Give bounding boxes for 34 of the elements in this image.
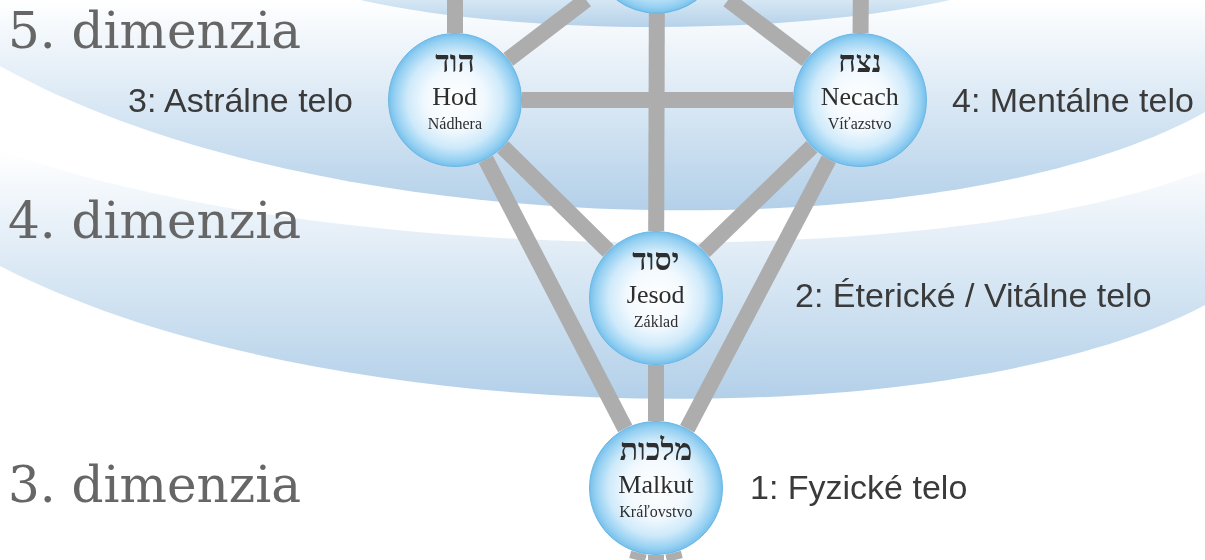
dimension-label: 5. dimenzia bbox=[8, 0, 301, 61]
hebrew-label: מלכות bbox=[619, 431, 693, 468]
name-label: Jesod bbox=[626, 279, 685, 311]
connector bbox=[478, 155, 633, 433]
connector bbox=[723, 0, 812, 66]
connector bbox=[648, 12, 665, 232]
connector bbox=[665, 550, 683, 560]
connector bbox=[698, 140, 818, 258]
connector bbox=[648, 555, 664, 560]
connector bbox=[522, 92, 793, 108]
body-label: 1: Fyzické telo bbox=[750, 466, 968, 508]
body-label: 2: Éterické / Vitálne telo bbox=[795, 274, 1152, 316]
dimension-label: 4. dimenzia bbox=[8, 190, 301, 251]
name-label: Hod bbox=[432, 81, 478, 113]
connector bbox=[680, 155, 836, 433]
connector bbox=[497, 141, 614, 257]
sephira-circle bbox=[617, 0, 697, 13]
meaning-label: Nádhera bbox=[427, 113, 482, 133]
meaning-label: Víťazstvo bbox=[827, 113, 892, 133]
connector bbox=[648, 365, 664, 421]
name-label: Malkut bbox=[618, 469, 694, 501]
hebrew-label: נצח bbox=[838, 43, 882, 80]
body-label: 4: Mentálne telo bbox=[952, 79, 1194, 121]
dimension-label: 3. dimenzia bbox=[8, 454, 301, 515]
meaning-label: Základ bbox=[633, 311, 679, 331]
connector bbox=[852, 0, 870, 34]
connector bbox=[503, 0, 592, 66]
body-label: 3: Astrálne telo bbox=[128, 79, 353, 121]
name-label: Necach bbox=[820, 81, 899, 113]
connector bbox=[629, 550, 647, 560]
hebrew-label: הוד bbox=[435, 43, 475, 80]
meaning-label: Kráľovstvo bbox=[619, 501, 693, 521]
hebrew-label: יסוד bbox=[632, 241, 680, 278]
connector bbox=[447, 0, 463, 33]
